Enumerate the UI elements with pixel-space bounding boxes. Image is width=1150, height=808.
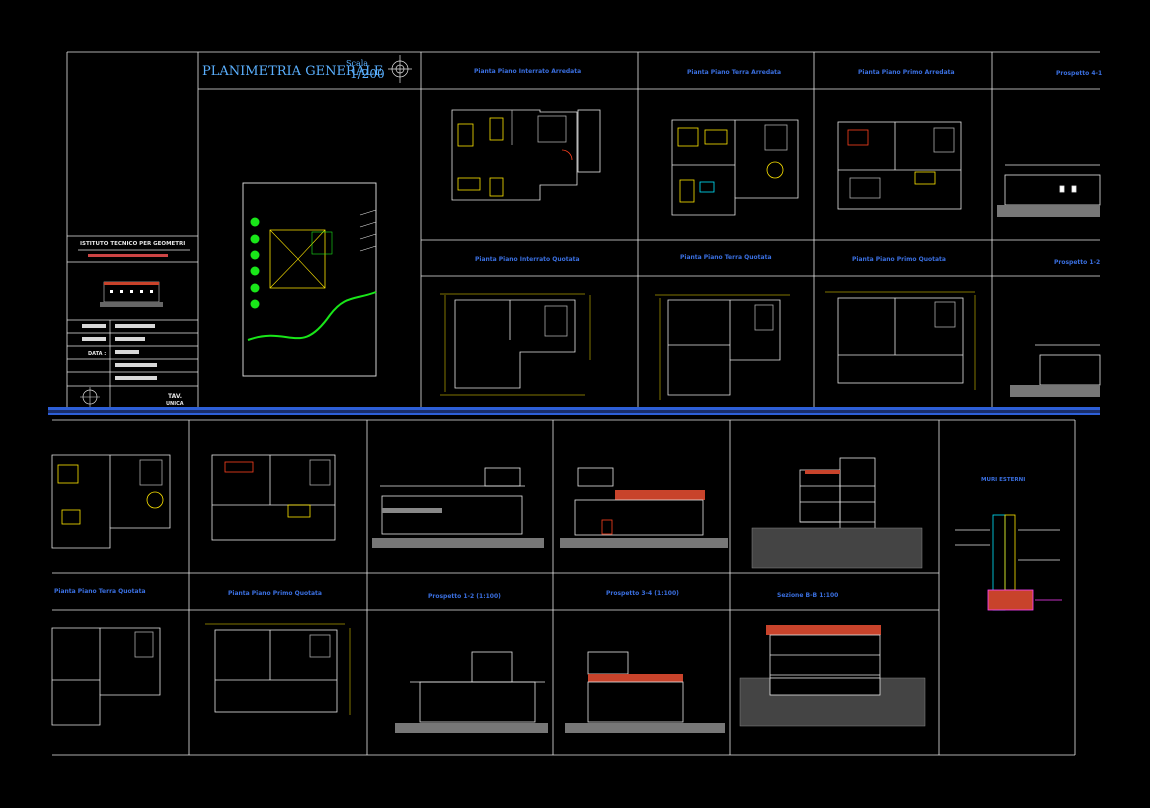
bottom-plan-first-furnished [211,454,336,541]
label-ground-dimensioned: Pianta Piano Terra Quotata [680,254,772,261]
label-ground-furnished: Pianta Piano Terra Arredata [687,69,782,76]
plan-basement-furnished [451,109,601,201]
label-bottom-elevation-1-2: Prospetto 1-2 (1:100) [428,593,501,600]
elevation-1-2-clipped [1010,344,1101,397]
bottom-plan-ground-furnished [51,454,171,549]
separator-strip [48,407,1100,415]
plan-ground-dimensioned [655,294,790,400]
bottom-elevation-3-4 [565,651,725,733]
bottom-sheet-frame [52,419,1076,756]
bottom-plan-first-dimensioned [205,623,351,715]
title-block [67,235,198,408]
plan-basement-dimensioned [440,293,591,396]
wall-detail-drawing [955,514,1062,611]
title-block-fills [80,254,168,407]
scale-label: Scala [346,59,369,68]
plan-first-furnished [837,121,962,210]
label-wall-detail: MURI ESTERNI [981,477,1026,483]
label-elevation-1-2: Prospetto 1-2 [1054,259,1101,266]
bottom-section-b-b [739,625,926,727]
label-bottom-ground-dimensioned: Pianta Piano Terra Quotata [54,588,146,595]
site-plan-title: PLANIMETRIA GENERALE [202,64,384,79]
label-bottom-elevation-3-4: Prospetto 3-4 (1:100) [606,590,679,597]
title-block-date-label: DATA : [88,351,107,357]
compass-icon [388,55,412,83]
label-first-dimensioned: Pianta Piano Primo Quotata [852,256,946,263]
label-bottom-section-b-b: Sezione B-B 1:100 [777,592,839,599]
bottom-elevation-1-2 [395,651,548,733]
plan-ground-furnished [671,119,799,216]
plan-first-dimensioned [825,291,976,390]
title-block-school: ISTITUTO TECNICO PER GEOMETRI [80,241,186,247]
label-basement-furnished: Pianta Piano Interrato Arredata [474,68,582,75]
site-plan-drawing [242,182,377,377]
sheet-number: UNICA [166,401,184,407]
elevation-4-1 [997,164,1101,217]
label-bottom-first-dimensioned: Pianta Piano Primo Quotata [228,590,322,597]
top-sheet-frame [66,51,1100,408]
label-first-furnished: Pianta Piano Primo Arredata [858,69,955,76]
scale-value: 1/200 [350,67,385,81]
sheet-label: TAV. [168,393,183,400]
bottom-elevation-a [372,467,544,548]
bottom-elevation-b [560,467,728,548]
label-basement-dimensioned: Pianta Piano Interrato Quotata [475,256,580,263]
bottom-section-a [751,457,923,569]
bottom-plan-ground-dimensioned [51,627,161,726]
label-elevation-4-1: Prospetto 4-1 [1056,70,1103,77]
